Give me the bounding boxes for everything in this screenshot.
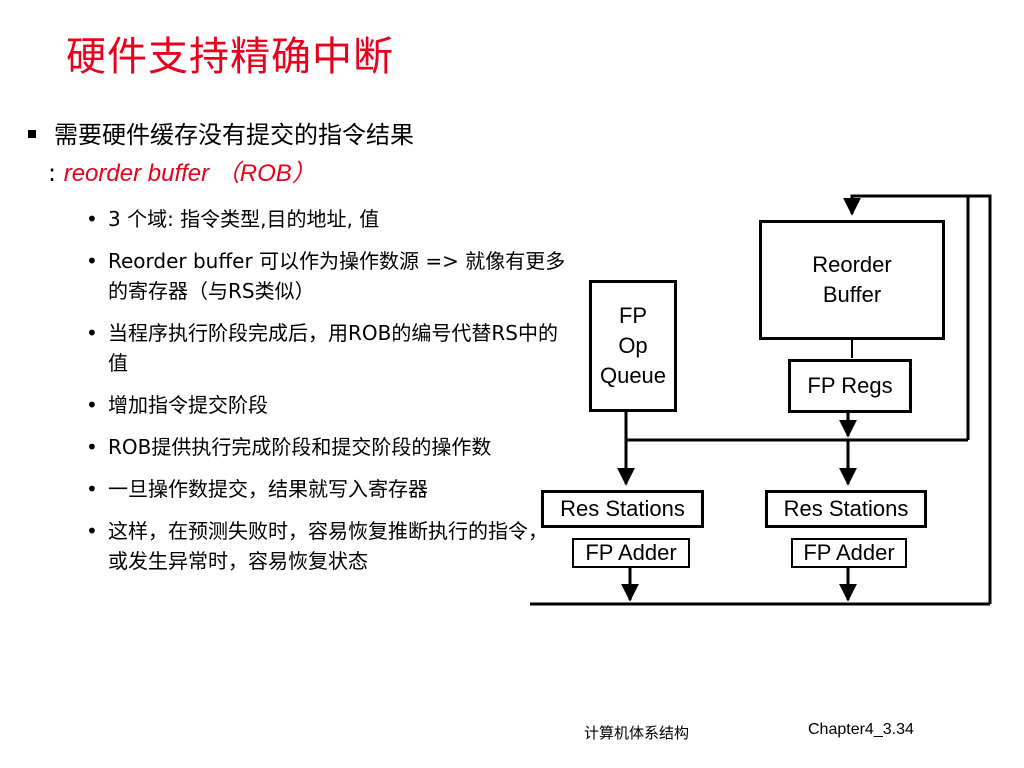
fp-op-queue-line3: Queue: [599, 363, 667, 388]
main-bullet-colon: :: [48, 159, 64, 187]
sub-bullet-item: 3 个域: 指令类型,目的地址, 值: [86, 204, 566, 234]
fp-regs-box: FP Regs: [788, 359, 912, 413]
square-bullet-icon: [28, 130, 36, 138]
footer-page: Chapter4_3.34: [808, 721, 914, 738]
sub-bullet-item: 当程序执行阶段完成后，用ROB的编号代替RS中的值: [86, 318, 566, 378]
fp-op-queue-box: FP Op Queue: [589, 280, 677, 412]
res-stations-right-box: Res Stations: [765, 490, 927, 528]
fp-adder-right-box: FP Adder: [791, 538, 907, 568]
sub-bullet-item: 增加指令提交阶段: [86, 390, 566, 420]
fp-adder-left-box: FP Adder: [572, 538, 690, 568]
main-bullet: 需要硬件缓存没有提交的指令结果 : reorder buffer （ROB）: [28, 116, 568, 193]
main-bullet-text: 需要硬件缓存没有提交的指令结果: [54, 121, 414, 149]
sub-bullet-item: 一旦操作数提交，结果就写入寄存器: [86, 474, 566, 504]
footer-course: 计算机体系结构: [584, 724, 690, 742]
slide-title: 硬件支持精确中断: [66, 34, 394, 80]
fp-op-queue-line1: FP: [618, 303, 648, 328]
reorder-buffer-line2: Buffer: [822, 282, 882, 307]
reorder-buffer-box: Reorder Buffer: [759, 220, 945, 340]
sub-bullet-list: 3 个域: 指令类型,目的地址, 值 Reorder buffer 可以作为操作…: [86, 204, 566, 588]
sub-bullet-item: Reorder buffer 可以作为操作数源 => 就像有更多的寄存器（与RS…: [86, 246, 566, 306]
res-stations-left-box: Res Stations: [541, 490, 704, 528]
sub-bullet-item: 这样，在预测失败时，容易恢复推断执行的指令，或发生异常时，容易恢复状态: [86, 516, 566, 576]
rob-term: reorder buffer （ROB）: [63, 160, 316, 187]
reorder-buffer-line1: Reorder: [812, 252, 892, 277]
result-to-rob-line: [843, 194, 992, 604]
sub-bullet-item: ROB提供执行完成阶段和提交阶段的操作数: [86, 432, 566, 462]
fp-op-queue-line2: Op: [618, 333, 648, 358]
